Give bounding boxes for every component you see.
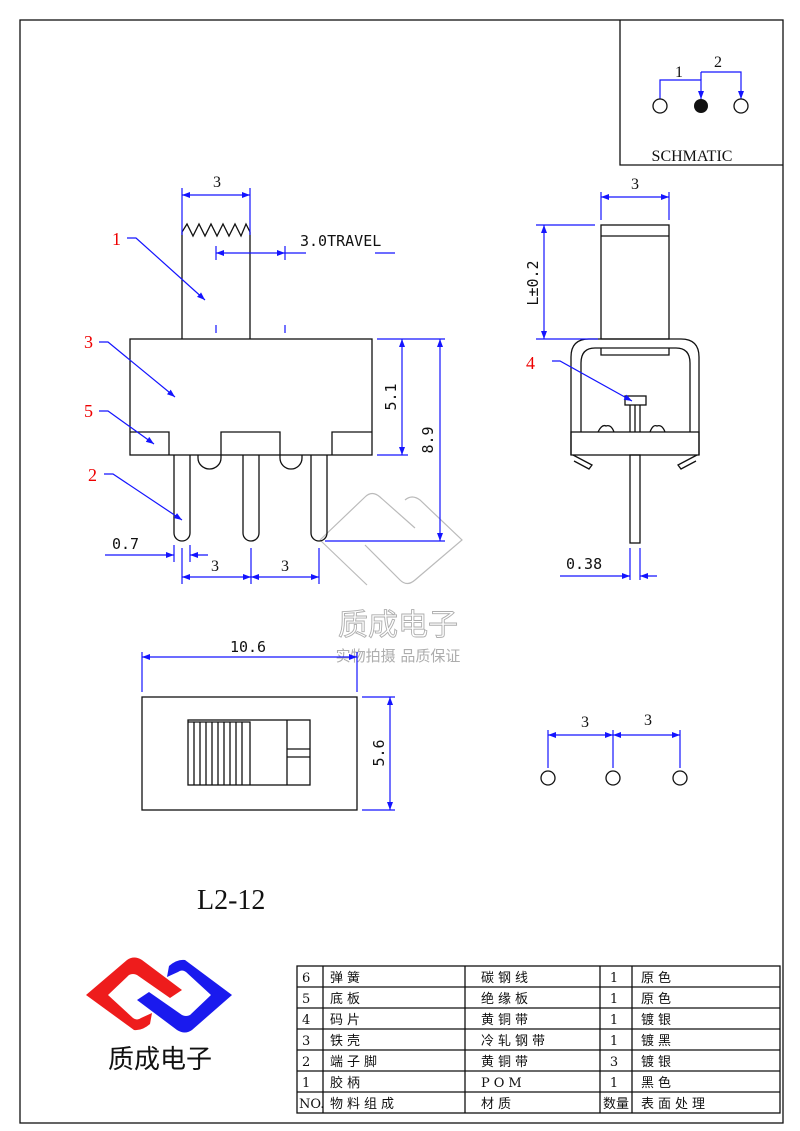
table-cell: 绝缘板 (481, 991, 532, 1007)
table-cell: 底板 (330, 991, 364, 1007)
schematic-label-1: 1 (675, 64, 683, 81)
metal-shell (570, 338, 700, 455)
table-cell: 镀银 (641, 1054, 675, 1070)
hole-icon (605, 770, 621, 786)
table-cell: 冷轧钢带 (481, 1034, 549, 1049)
table-cell: 码片 (330, 1013, 364, 1028)
dim-pitch-1: 3 (211, 558, 219, 575)
table-cell: 2 (302, 1055, 314, 1070)
dim-actuator-length: L±0.2 (524, 260, 542, 305)
dim-total-height: 8.9 (419, 426, 437, 453)
table-cell: 1 (302, 1076, 314, 1091)
front-view: 3 3.0TRAVEL 5.1 8.9 0.7 3 3 1 3 5 2 (84, 174, 445, 584)
table-cell: 胶柄 (330, 1075, 364, 1091)
pin (173, 455, 191, 542)
watermark: 质成电子 实物拍摄 品质保证 (319, 492, 463, 665)
table-cell: 1 (610, 992, 622, 1007)
table-cell: 3 (302, 1034, 314, 1049)
table-cell: 黑色 (641, 1075, 675, 1091)
table-row: 5 底板 绝缘板 1 原色 (302, 991, 675, 1007)
table-row: 2 端子脚 黄铜带 3 镀银 (302, 1054, 675, 1070)
hole-icon (672, 770, 688, 786)
pin (629, 454, 641, 544)
pin (242, 455, 260, 542)
dim-pin-width: 0.7 (112, 535, 139, 553)
company-logo: 质成电子 (86, 957, 232, 1075)
pcb-layout: 3 3 (540, 712, 688, 786)
schematic-label-2: 2 (714, 54, 722, 71)
watermark-brand: 质成电子 (338, 608, 458, 643)
table-cell: 5 (302, 992, 314, 1007)
pin (310, 455, 328, 542)
table-cell: 表面处理 (641, 1097, 709, 1112)
housing-top (141, 696, 358, 811)
table-cell: POM (481, 1076, 526, 1091)
actuator (600, 224, 670, 340)
actuator-slot (187, 719, 311, 786)
callout-5: 5 (84, 401, 93, 421)
terminal-icon (733, 98, 749, 114)
callout-1: 1 (112, 229, 121, 249)
side-view: 3 L±0.2 4 0.38 (524, 176, 700, 580)
dim-actuator-width: 3 (213, 174, 221, 191)
table-cell: 4 (302, 1013, 314, 1028)
schematic-title: SCHMATIC (652, 148, 733, 165)
dim-pin-thickness: 0.38 (566, 555, 602, 573)
table-row: 1 胶柄 POM 1 黑色 (302, 1075, 675, 1091)
table-cell: 镀银 (641, 1012, 675, 1028)
watermark-slogan: 实物拍摄 品质保证 (336, 647, 461, 665)
table-row: 3 铁壳 冷轧钢带 1 镀黑 (302, 1033, 675, 1049)
housing (129, 338, 373, 456)
table-cell: NO. (299, 1097, 324, 1112)
dim-length: 10.6 (230, 638, 266, 656)
table-cell: 物料组成 (330, 1097, 398, 1112)
table-cell: 镀黑 (641, 1033, 675, 1049)
table-cell: 碳钢线 (481, 971, 532, 986)
top-view: 10.6 5.6 (141, 638, 395, 811)
dim-width: 5.6 (370, 739, 388, 766)
table-cell: 端子脚 (330, 1054, 381, 1070)
actuator (181, 222, 251, 339)
table-cell: 1 (610, 1013, 622, 1028)
table-cell: 数量 (603, 1097, 629, 1112)
table-cell: 原色 (641, 970, 675, 986)
callout-4: 4 (526, 353, 535, 373)
table-cell: 6 (302, 971, 314, 986)
dim-pitch-1: 3 (581, 714, 589, 731)
table-cell: 铁壳 (330, 1034, 364, 1049)
contact-blade (624, 395, 647, 406)
table-cell: 1 (610, 971, 622, 986)
dim-travel: 3.0TRAVEL (300, 232, 381, 250)
table-cell: 原色 (641, 991, 675, 1007)
dim-pitch-2: 3 (281, 558, 289, 575)
table-cell: 1 (610, 1034, 622, 1049)
model-number: L2-12 (197, 885, 265, 916)
table-row: 4 码片 黄铜带 1 镀银 (302, 1012, 675, 1028)
dim-pitch-2: 3 (644, 712, 652, 729)
callout-3: 3 (84, 332, 93, 352)
table-cell: 黄铜带 (481, 1055, 532, 1070)
hole-icon (540, 770, 556, 786)
table-cell: 3 (610, 1055, 622, 1070)
logo-text: 质成电子 (108, 1045, 212, 1075)
table-header: NO. 物料组成 材质 数量表面处理 (299, 1097, 709, 1112)
table-cell: 1 (610, 1076, 622, 1091)
schematic: 1 2 SCHMATIC (619, 20, 783, 166)
common-terminal-icon (694, 99, 708, 113)
dim-body-height: 5.1 (382, 383, 400, 410)
table-cell: 黄铜带 (481, 1013, 532, 1028)
dim-actuator-width: 3 (631, 176, 639, 193)
table-row: 6 弹簧 碳钢线 1 原色 (302, 970, 675, 986)
table-cell: 弹簧 (330, 970, 364, 986)
table-cell: 材质 (481, 1097, 515, 1112)
callout-2: 2 (88, 465, 97, 485)
terminal-icon (652, 98, 668, 114)
drawing-border (19, 19, 784, 1124)
